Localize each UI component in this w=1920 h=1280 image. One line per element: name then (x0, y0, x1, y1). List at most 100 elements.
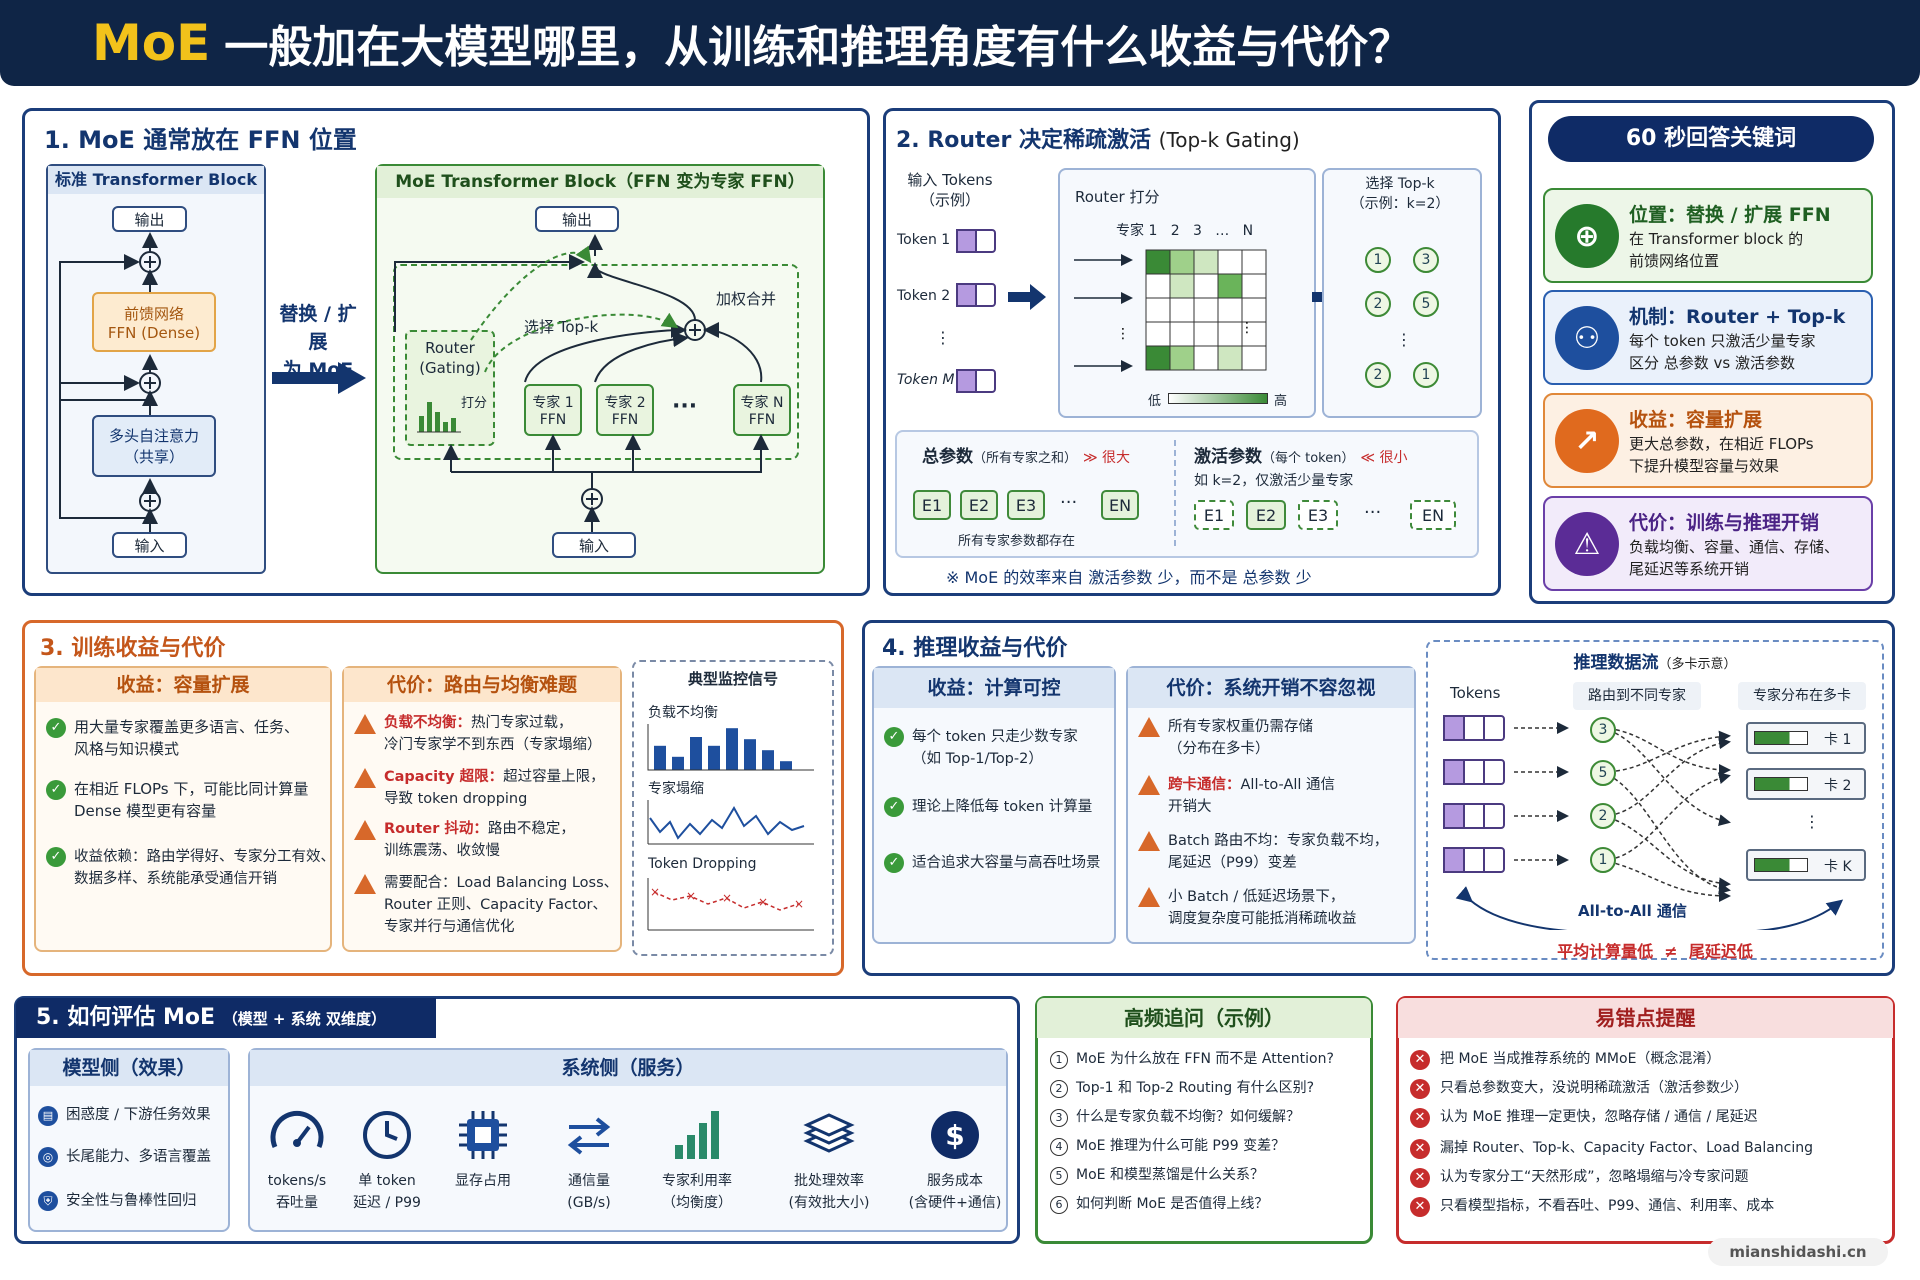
load-bar (708, 745, 720, 770)
moe-block-arrows (394, 234, 769, 532)
active-chip-e2: E2 (1246, 500, 1286, 530)
infer-gain-item-1: ✓每个 token 只走少数专家 （如 Top-1/Top-2） (884, 726, 1078, 770)
infer-cost-item-3: Batch 路由不均：专家负载不均， 尾延迟（P99）变差 (1138, 830, 1388, 874)
panel5-title: 5. 如何评估 MoE (36, 1005, 216, 1030)
train-cost-title: 代价：路由与均衡难题 (344, 668, 620, 702)
train-cost-item-4: 需要配合：Load Balancing Loss、 Router 正则、Capa… (354, 872, 618, 938)
keyword-cost-desc: 负载均衡、容量、通信、存储、 尾延迟等系统开销 (1629, 538, 1840, 578)
clock-icon (332, 1100, 442, 1170)
expert-header: 专家 1 2 3 … N (1116, 223, 1254, 239)
mistake-6: ✕只看模型指标，不看吞吐、P99、通信、利用率、成本 (1410, 1195, 1774, 1217)
panel5-subtitle: （模型 + 系统 双维度） (222, 1010, 386, 1028)
followup-2: 2 Top-1 和 Top-2 Routing 有什么区别? (1050, 1077, 1314, 1099)
metric-throughput: tokens/s 吞吐量 (242, 1100, 352, 1214)
token-dots: ⋮ (935, 328, 951, 347)
token-chips (956, 229, 996, 393)
target-icon: ⊕ (1555, 204, 1619, 268)
layers-icon (774, 1100, 884, 1170)
followup-num-2: 2 (1050, 1080, 1068, 1098)
monitor-title: 典型监控信号 (687, 670, 778, 688)
select-token2-a: 2 (1365, 291, 1391, 317)
total-chip-en: EN (1101, 490, 1139, 520)
infer-gain-box (872, 666, 1116, 944)
svg-text:⋮: ⋮ (1116, 326, 1130, 342)
svg-text:×: × (758, 895, 768, 909)
all-to-all-label: All-to-All 通信 (1578, 902, 1687, 920)
monitor-load-chart (647, 724, 814, 771)
x-icon: ✕ (1410, 1139, 1430, 1159)
flow-title: 推理数据流（多卡示意） (1426, 648, 1884, 673)
load-bar (672, 756, 684, 770)
panel3-title: 3. 训练收益与代价 (40, 636, 226, 661)
mistake-text-4: 漏掉 Router、Top-k、Capacity Factor、Load Bal… (1440, 1140, 1814, 1156)
moe-output: 输出 (535, 206, 619, 232)
total-params-big: ≫ 很大 (1082, 450, 1131, 466)
monitor-signal-3: Token Dropping (648, 856, 757, 872)
mistake-3: ✕认为 MoE 推理一定更快，忽略存储 / 通信 / 尾延迟 (1410, 1106, 1758, 1128)
total-params-foot: 所有专家参数都存在 (958, 534, 1076, 549)
keyword-mechanism-title: 机制：Router + Top-k (1629, 306, 1846, 328)
train-gain-text-1: 用大量专家覆盖更多语言、任务、 风格与知识模式 (74, 718, 300, 758)
followup-text-1: MoE 为什么放在 FFN 而不是 Attention? (1076, 1051, 1334, 1067)
flow-footer: 平均计算量低 ≠ 尾延迟低 (1557, 942, 1753, 961)
train-cost-text-1: 热门专家过载， 冷门专家学不到东西（专家塌缩） (384, 715, 602, 753)
merge-label: 加权合并 (716, 290, 777, 308)
select-token1-a: 1 (1365, 247, 1391, 273)
metric-utilization: 专家利用率 （均衡度） (642, 1100, 752, 1214)
infer-cost-title: 代价：系统开销不容忽视 (1128, 668, 1414, 708)
x-icon: ✕ (1410, 1197, 1430, 1217)
followup-text-2: Top-1 和 Top-2 Routing 有什么区别? (1076, 1080, 1315, 1096)
keyword-mechanism-desc: 每个 token 只激活少量专家 区分 总参数 vs 激活参数 (1629, 332, 1816, 372)
speedometer-icon (242, 1100, 352, 1170)
dollar-icon: $ (900, 1100, 1010, 1170)
active-chip-dots: ··· (1364, 502, 1382, 523)
active-chip-e1: E1 (1194, 500, 1234, 530)
train-gain-box (34, 666, 332, 952)
mistake-5: ✕认为专家分工“天然形成”，忽略塌缩与冷专家问题 (1410, 1166, 1749, 1188)
infer-cost-item-4: 小 Batch / 低延迟场景下， 调度复杂度可能抵消稀疏收益 (1138, 886, 1357, 930)
expert-1-box: 专家 1 FFN (524, 384, 582, 436)
metric-utilization-label: 专家利用率 （均衡度） (662, 1173, 732, 1211)
infer-gain-text-2: 理论上降低每 token 计算量 (912, 799, 1093, 815)
check-icon: ✓ (46, 779, 66, 800)
mistake-2: ✕只看总参数变大，没说明稀疏激活（激活参数少） (1410, 1077, 1748, 1099)
check-icon: ✓ (884, 727, 904, 747)
score-heatmap: ⋮ (1074, 254, 1133, 372)
warning-icon (1138, 717, 1160, 737)
watermark-text: mianshidashi.cn (1729, 1243, 1867, 1261)
model-text-1: 困惑度 / 下游任务效果 (66, 1107, 211, 1123)
active-params-desc: 如 k=2，仅激活少量专家 (1194, 473, 1354, 489)
warning-icon (354, 767, 376, 788)
followup-text-3: 什么是专家负载不均衡？如何缓解？ (1076, 1109, 1300, 1125)
expert-2-box: 专家 2 FFN (596, 384, 654, 436)
mistake-4: ✕ 漏掉 Router、Top-k、Capacity Factor、Load Ba… (1410, 1137, 1813, 1159)
flow-subtitle: （多卡示意） (1658, 657, 1737, 672)
moe-block-title: MoE Transformer Block（FFN 变为专家 FFN） (377, 166, 823, 198)
network-icon: ⚇ (1555, 306, 1619, 370)
load-bar (726, 728, 738, 770)
select-dots: ⋮ (1396, 330, 1412, 349)
flow-route-4: 1 (1590, 847, 1616, 873)
std-block-arrows (59, 232, 161, 532)
followup-num-4: 4 (1050, 1138, 1068, 1156)
watermark: mianshidashi.cn (1708, 1238, 1888, 1266)
mistake-1: ✕把 MoE 当成推荐系统的 MMoE（概念混淆） (1410, 1048, 1720, 1070)
page-header: MoE 一般加在大模型哪里，从训练和推理角度有什么收益与代价？ (0, 0, 1920, 86)
router-score-label: 打分 (461, 396, 488, 411)
flow-col-route: 路由到不同专家 (1573, 682, 1701, 710)
flow-col-tokens: Tokens (1450, 684, 1501, 702)
metric-memory: 显存占用 (428, 1100, 538, 1192)
gpu-card-2: 卡 2 (1746, 768, 1866, 800)
svg-text:×: × (722, 891, 732, 905)
metric-throughput-label: tokens/s 吞吐量 (267, 1173, 327, 1211)
svg-text:×: × (686, 889, 696, 903)
keyword-position-desc: 在 Transformer block 的 前馈网络位置 (1629, 230, 1804, 270)
router-score-title: Router 打分 (1075, 188, 1160, 206)
keyword-gain-title: 收益：容量扩展 (1629, 409, 1763, 431)
svg-text:$: $ (945, 1119, 964, 1152)
